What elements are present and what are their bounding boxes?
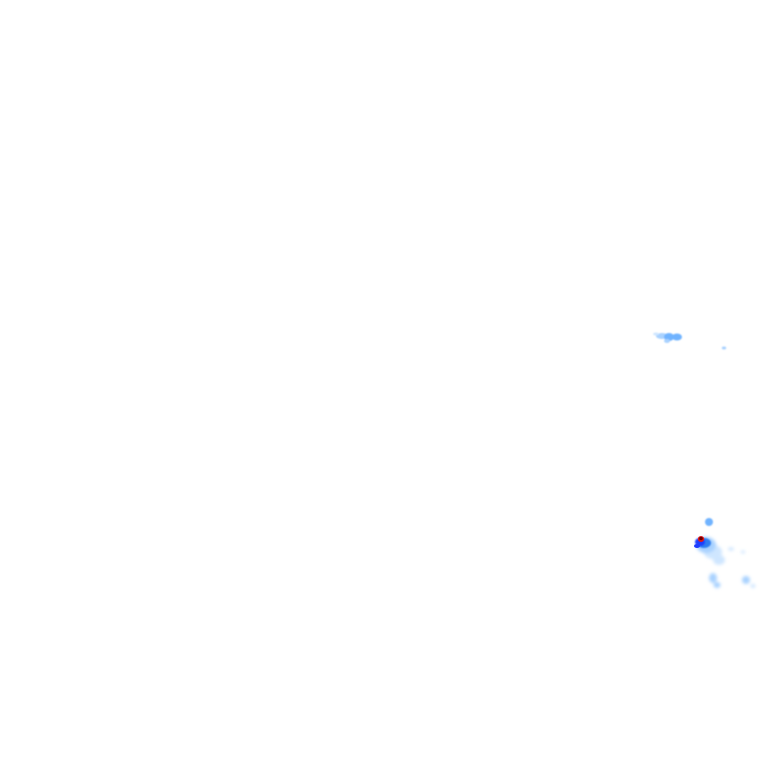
echo-blob	[728, 547, 734, 551]
patch-far-south-east	[742, 576, 756, 588]
echo-blob	[653, 332, 659, 336]
echo-blob	[694, 544, 700, 548]
echo-blob	[705, 518, 713, 526]
echo-blob	[664, 333, 674, 341]
echo-blob	[713, 555, 725, 565]
echo-blob	[713, 582, 721, 588]
echo-blob	[709, 573, 717, 583]
echo-blob	[742, 576, 750, 584]
echo-blob	[664, 339, 670, 343]
cluster-north-east	[653, 332, 682, 343]
cell-south-east	[694, 536, 716, 553]
echo-blob	[741, 550, 745, 554]
cell-south-east-pop	[705, 518, 713, 526]
echo-blob	[750, 584, 756, 588]
echo-blob	[721, 346, 727, 350]
echo-core-peak	[699, 536, 703, 541]
speck-east	[721, 346, 727, 350]
echo-blob	[672, 333, 682, 341]
